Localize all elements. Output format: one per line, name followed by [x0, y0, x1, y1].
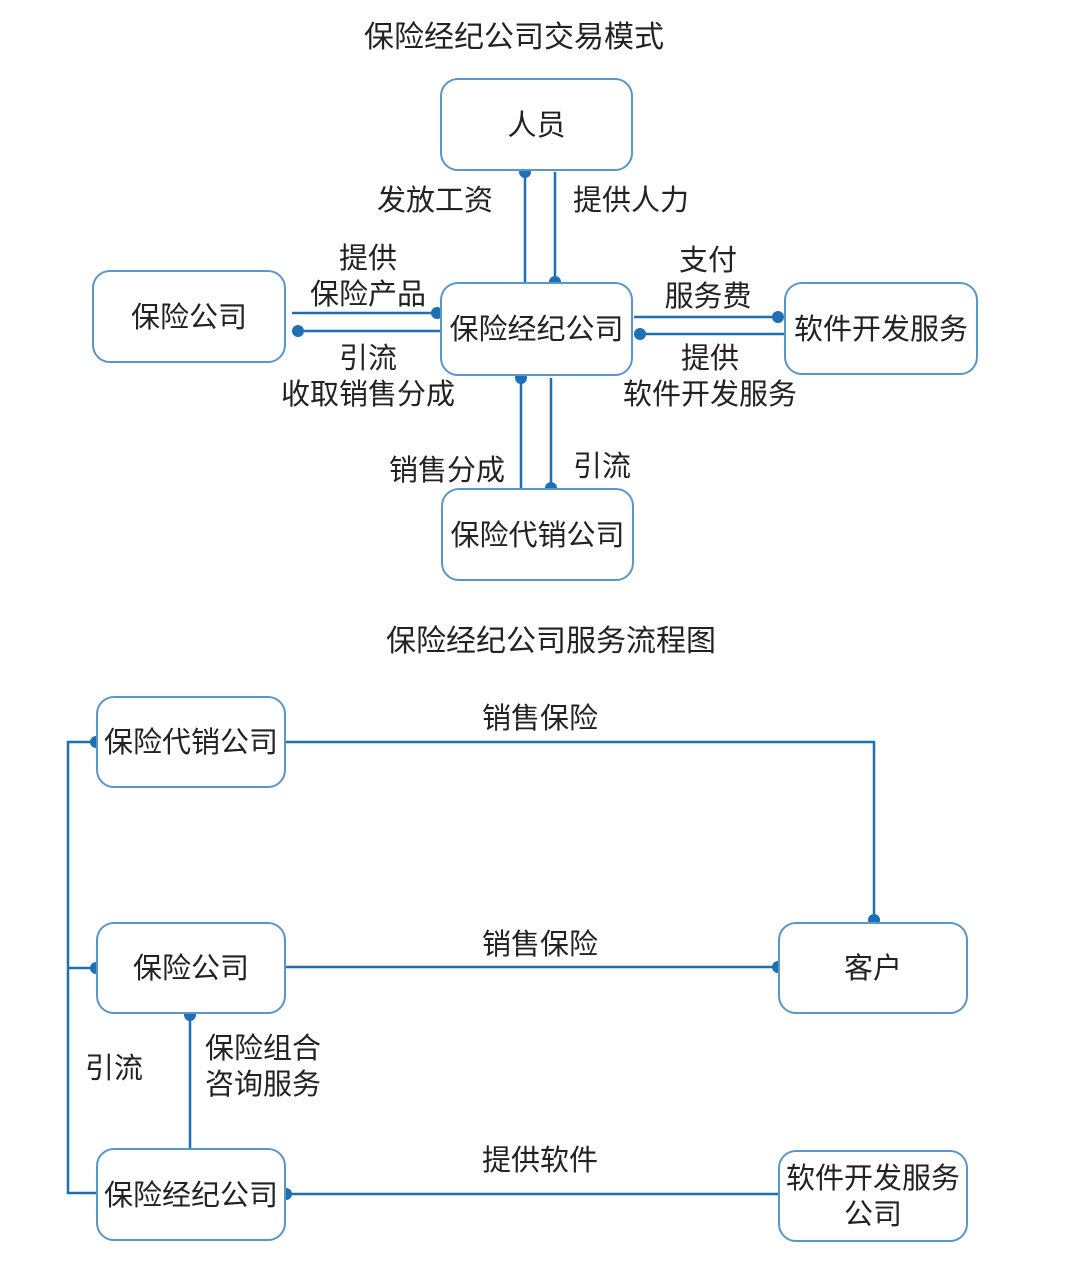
node-personnel-label: 人员 — [507, 107, 566, 142]
label-pay-service-fee: 支付 服务费 — [664, 243, 752, 313]
node-agent-2-label: 保险代销公司 — [103, 725, 278, 759]
node-broker: 保险经纪公司 — [440, 282, 633, 376]
node-software-company: 软件开发服务公司 — [778, 1150, 968, 1242]
node-customer: 客户 — [778, 922, 968, 1014]
edge-agent-sell — [286, 740, 876, 920]
label-traffic: 引流 — [572, 449, 631, 483]
node-customer-label: 客户 — [843, 951, 902, 985]
node-personnel: 人员 — [440, 78, 633, 171]
label-consulting: 保险组合 咨询服务 — [204, 1031, 321, 1101]
node-agent-2: 保险代销公司 — [96, 696, 286, 788]
diagram2-title: 保险经纪公司服务流程图 — [386, 624, 716, 659]
node-insurer-2: 保险公司 — [96, 922, 286, 1014]
label-provide-products: 提供 保险产品 — [309, 241, 426, 311]
node-insurer-label: 保险公司 — [130, 299, 247, 334]
label-traffic-commission: 引流 收取销售分成 — [280, 341, 455, 411]
label-traffic-2: 引流 — [84, 1051, 143, 1085]
node-broker-label: 保险经纪公司 — [449, 312, 624, 346]
label-provide-software-service: 提供 软件开发服务 — [622, 341, 797, 411]
node-insurer: 保险公司 — [92, 270, 286, 363]
label-provide-labor: 提供人力 — [572, 183, 689, 217]
diagram1-title: 保险经纪公司交易模式 — [364, 20, 664, 55]
label-sales-share: 销售分成 — [388, 453, 505, 487]
node-software-label: 软件开发服务 — [793, 311, 968, 346]
node-broker-2: 保险经纪公司 — [96, 1148, 286, 1241]
label-provide-software: 提供软件 — [481, 1143, 598, 1177]
label-pay-salary: 发放工资 — [376, 183, 493, 217]
node-broker-2-label: 保险经纪公司 — [103, 1177, 278, 1212]
node-software: 软件开发服务 — [784, 282, 978, 375]
node-software-company-label: 软件开发服务公司 — [785, 1161, 960, 1231]
node-agent-label: 保险代销公司 — [450, 517, 625, 552]
label-agent-sell: 销售保险 — [481, 701, 598, 735]
node-agent: 保险代销公司 — [441, 488, 634, 581]
node-insurer-2-label: 保险公司 — [132, 951, 249, 985]
label-insurer-sell: 销售保险 — [481, 927, 598, 961]
